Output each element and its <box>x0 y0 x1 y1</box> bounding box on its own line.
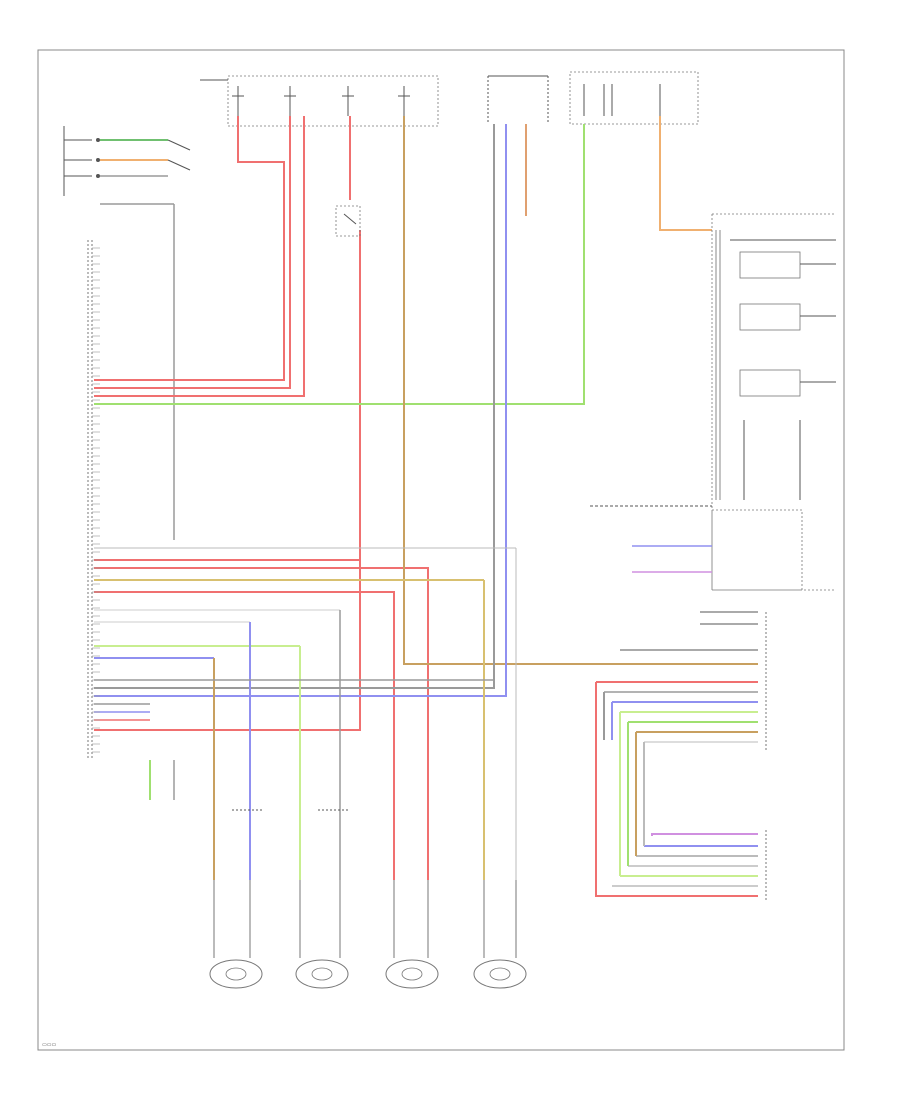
ignition-switch <box>63 126 191 540</box>
harness-lines <box>94 547 517 880</box>
fuse-block-top-left <box>200 75 439 127</box>
wire-green <box>94 124 585 405</box>
connector-top-center <box>487 75 549 124</box>
relay-box-right <box>711 213 836 591</box>
wire-red-group <box>94 116 429 880</box>
wire-orange <box>659 116 712 231</box>
relay-box-connections <box>590 505 712 573</box>
corner-mark: ▭▭▭ <box>42 1042 56 1048</box>
brake-switch <box>335 205 361 237</box>
wire-gray-center <box>94 124 495 689</box>
control-module-left <box>87 240 93 760</box>
diagram-border <box>37 49 845 1051</box>
junction-block-right <box>596 611 767 750</box>
wire-brown <box>403 116 758 665</box>
module-pin-ticks <box>92 247 100 753</box>
wheel-speed-sensor-left-front <box>209 880 263 989</box>
wheel-speed-sensor-right-front <box>295 880 349 989</box>
wire-blue-center <box>94 124 507 697</box>
fuse-block-top-right <box>569 71 699 125</box>
wheel-speed-sensor-left-rear <box>473 880 527 989</box>
wheel-speed-sensor-right-rear <box>385 880 439 989</box>
steering-angle-sensor <box>595 682 767 900</box>
